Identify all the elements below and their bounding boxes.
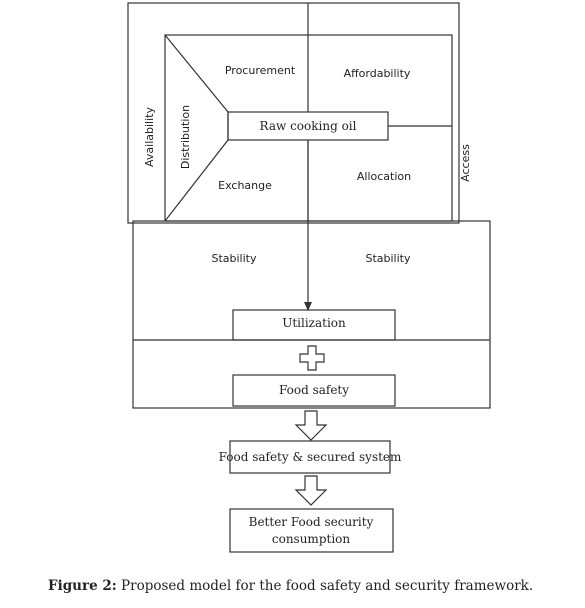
down-arrow-icon-2 (294, 475, 328, 506)
affordability-label: Affordability (344, 67, 411, 80)
outer-frame (127, 2, 460, 224)
stability-left-label: Stability (211, 252, 257, 265)
arrowhead-icon (304, 302, 312, 311)
secured-system-box (229, 440, 391, 474)
utilization-label: Utilization (282, 316, 346, 330)
allocation-label: Allocation (357, 170, 411, 183)
better-food-security-box (229, 508, 394, 553)
food-safety-label: Food safety (279, 383, 349, 397)
availability-label: Availability (143, 107, 156, 167)
exchange-label: Exchange (218, 179, 272, 192)
raw-cooking-oil-label: Raw cooking oil (260, 119, 357, 133)
better-food-security-line1: Better Food security (249, 515, 374, 529)
plus-icon (299, 345, 325, 371)
caption-text: Proposed model for the food safety and s… (121, 578, 534, 594)
figure-caption: Figure 2: Proposed model for the food sa… (48, 578, 585, 594)
distribution-trapezoid (164, 34, 229, 222)
procurement-label: Procurement (225, 64, 296, 77)
caption-prefix: Figure 2: (48, 578, 117, 594)
distribution-label: Distribution (179, 105, 192, 169)
food-safety-box (232, 374, 396, 407)
secured-system-label: Food safety & secured system (219, 450, 402, 464)
down-arrow-icon (294, 410, 328, 441)
better-food-security-line2: consumption (272, 532, 351, 546)
stability-frame (132, 220, 491, 409)
access-label: Access (459, 144, 472, 182)
utilization-box (232, 309, 396, 341)
stability-right-label: Stability (365, 252, 411, 265)
